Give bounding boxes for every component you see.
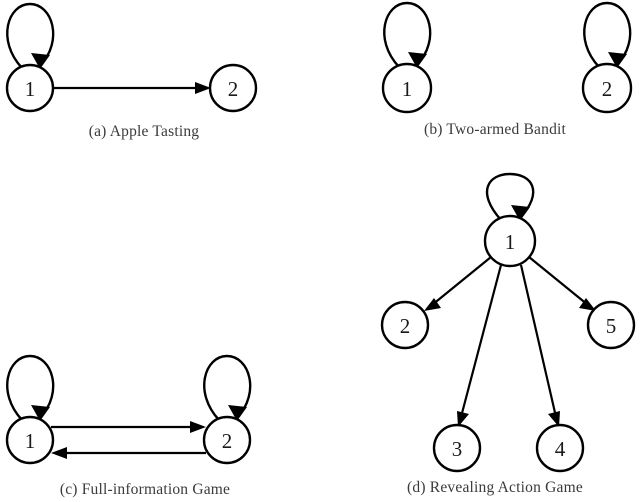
node-d-2: 2 bbox=[380, 300, 430, 350]
edge-a-1-to-2 bbox=[53, 82, 211, 94]
self-loop-a-node-1 bbox=[6, 2, 55, 69]
node-d-4-label: 4 bbox=[555, 437, 566, 461]
edge-d-1-to-3 bbox=[457, 264, 503, 427]
node-a-1: 1 bbox=[5, 63, 55, 113]
self-loop-b-node-2 bbox=[583, 1, 632, 68]
edge-d-1-to-4 bbox=[519, 264, 560, 427]
node-d-5-label: 5 bbox=[606, 314, 617, 338]
node-d-3-label: 3 bbox=[452, 437, 463, 461]
node-d-2-label: 2 bbox=[400, 314, 411, 338]
panel-a-apple-tasting: 1 2 bbox=[5, 2, 258, 113]
node-d-3: 3 bbox=[432, 423, 482, 473]
node-d-1: 1 bbox=[483, 214, 537, 268]
node-c-2: 2 bbox=[202, 415, 252, 465]
node-d-1-label: 1 bbox=[505, 230, 516, 254]
node-a-2-label: 2 bbox=[228, 77, 239, 101]
edge-d-1-to-2 bbox=[424, 256, 492, 311]
panel-d-revealing-action-game: 1 2 5 3 4 bbox=[380, 172, 636, 473]
edge-c-2-to-1 bbox=[51, 447, 206, 459]
node-b-2: 2 bbox=[581, 62, 633, 114]
caption-panel-a: (a) Apple Tasting bbox=[88, 123, 200, 140]
edge-d-1-to-5 bbox=[528, 256, 596, 311]
edge-c-1-to-2 bbox=[51, 421, 206, 433]
node-b-1: 1 bbox=[381, 62, 433, 114]
node-c-1-label: 1 bbox=[25, 429, 36, 453]
panel-c-full-information-game: 1 2 bbox=[5, 354, 252, 465]
node-d-4: 4 bbox=[535, 423, 585, 473]
node-c-1: 1 bbox=[5, 415, 55, 465]
node-c-2-label: 2 bbox=[222, 429, 233, 453]
panel-b-two-armed-bandit: 1 2 bbox=[381, 1, 633, 114]
self-loop-c-node-1 bbox=[6, 354, 55, 421]
caption-panel-d: (d) Revealing Action Game bbox=[407, 479, 583, 496]
node-a-1-label: 1 bbox=[25, 77, 36, 101]
caption-panel-b: (b) Two-armed Bandit bbox=[423, 121, 567, 138]
self-loop-d-node-1 bbox=[485, 172, 535, 221]
node-a-2: 2 bbox=[208, 63, 258, 113]
self-loop-b-node-1 bbox=[383, 1, 432, 68]
self-loop-c-node-2 bbox=[203, 354, 252, 421]
node-b-1-label: 1 bbox=[402, 77, 413, 101]
node-b-2-label: 2 bbox=[602, 77, 613, 101]
caption-panel-c: (c) Full-information Game bbox=[59, 481, 231, 498]
node-d-5: 5 bbox=[586, 300, 636, 350]
